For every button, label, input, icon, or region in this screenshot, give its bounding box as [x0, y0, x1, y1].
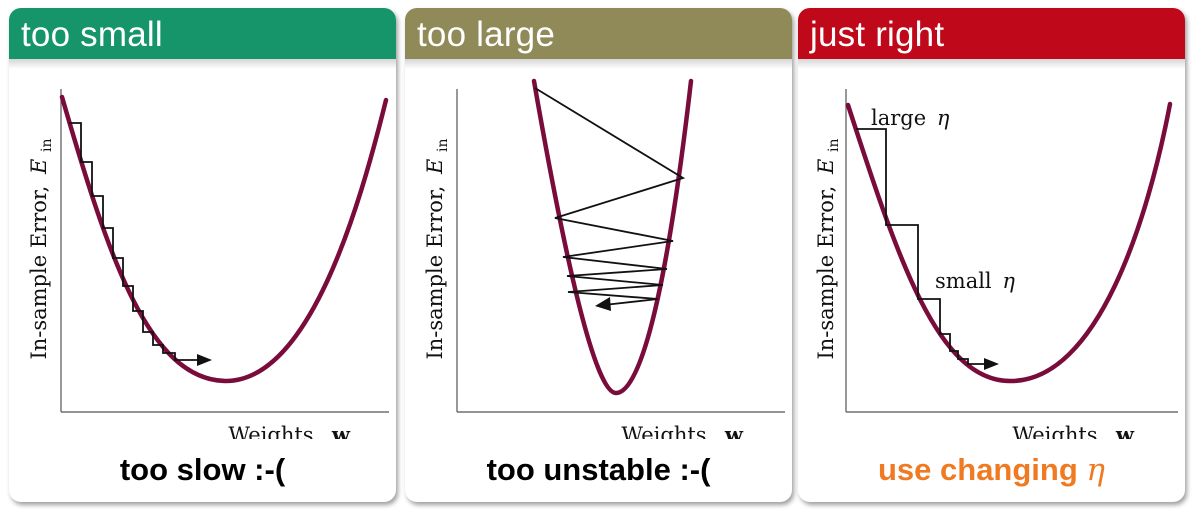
y-axis-label-text: In-sample Error,: [814, 186, 838, 360]
x-axis-label: Weights, w: [1012, 422, 1135, 439]
large-eta-label: large η: [871, 106, 950, 130]
small-label: small: [935, 269, 992, 293]
x-axis-label-symbol: w: [724, 422, 744, 439]
error-curve: [59, 94, 389, 384]
y-axis-label-text: In-sample Error,: [27, 186, 51, 360]
plot: In-sample Error, E in Weights, w large η…: [814, 89, 1178, 439]
x-axis-label-symbol: w: [331, 422, 351, 439]
y-axis-label: In-sample Error, E in: [27, 138, 55, 359]
x-axis-label-text: Weights,: [1012, 423, 1104, 439]
panel-header: too large: [405, 8, 792, 69]
caption: too unstable :-(: [405, 452, 792, 488]
caption: use changing η: [798, 452, 1185, 488]
caption-text: use changing: [877, 452, 1078, 487]
plot: In-sample Error, E in Weights, w: [423, 78, 785, 439]
plot: In-sample Error, E in Weights, w: [27, 89, 389, 439]
caption: too slow :-(: [9, 452, 396, 488]
eta-symbol: η: [937, 106, 950, 130]
large-label: large: [871, 106, 926, 130]
gradient-step-path: [69, 122, 197, 361]
error-curve: [845, 101, 1173, 384]
arrow-head-icon: [984, 358, 999, 370]
y-axis-label-subscript: in: [826, 138, 842, 152]
x-axis-label: Weights, w: [621, 422, 744, 439]
y-axis-label: In-sample Error, E in: [814, 138, 842, 359]
panel-header: just right: [798, 8, 1185, 69]
caption-eta: η: [1086, 452, 1105, 488]
panel-header: too small: [9, 8, 396, 69]
y-axis-label-symbol: E: [423, 159, 447, 175]
error-curve: [531, 78, 694, 396]
caption-text: too unstable :-(: [486, 452, 711, 487]
y-axis-label-symbol: E: [27, 159, 51, 175]
panel-just-right: just right In-sample Error, E in Weights…: [798, 8, 1185, 502]
y-axis-label-symbol: E: [814, 159, 838, 175]
panel-too-large: too large In-sample Error, E in Weights,…: [405, 8, 792, 502]
panel-title: too large: [417, 15, 556, 54]
arrow-head-icon: [595, 297, 611, 311]
arrow-head-icon: [197, 354, 212, 366]
eta-symbol: η: [1002, 269, 1015, 293]
x-axis-label-text: Weights,: [621, 423, 713, 439]
x-axis-label-text: Weights,: [228, 423, 320, 439]
panel-title: too small: [21, 15, 163, 54]
gradient-step-path: [856, 128, 984, 365]
x-axis-label: Weights, w: [228, 422, 351, 439]
small-eta-label: small η: [935, 269, 1015, 293]
panel-too-small: too small In-sample Error, E in Weights,…: [9, 8, 396, 502]
caption-text: too slow :-(: [119, 452, 286, 487]
y-axis-label-text: In-sample Error,: [423, 186, 447, 360]
y-axis-label: In-sample Error, E in: [423, 138, 451, 359]
panel-title: just right: [810, 15, 945, 54]
y-axis-label-subscript: in: [39, 138, 55, 152]
oscillation-path: [534, 87, 686, 306]
x-axis-label-symbol: w: [1115, 422, 1135, 439]
y-axis-label-subscript: in: [435, 138, 451, 152]
